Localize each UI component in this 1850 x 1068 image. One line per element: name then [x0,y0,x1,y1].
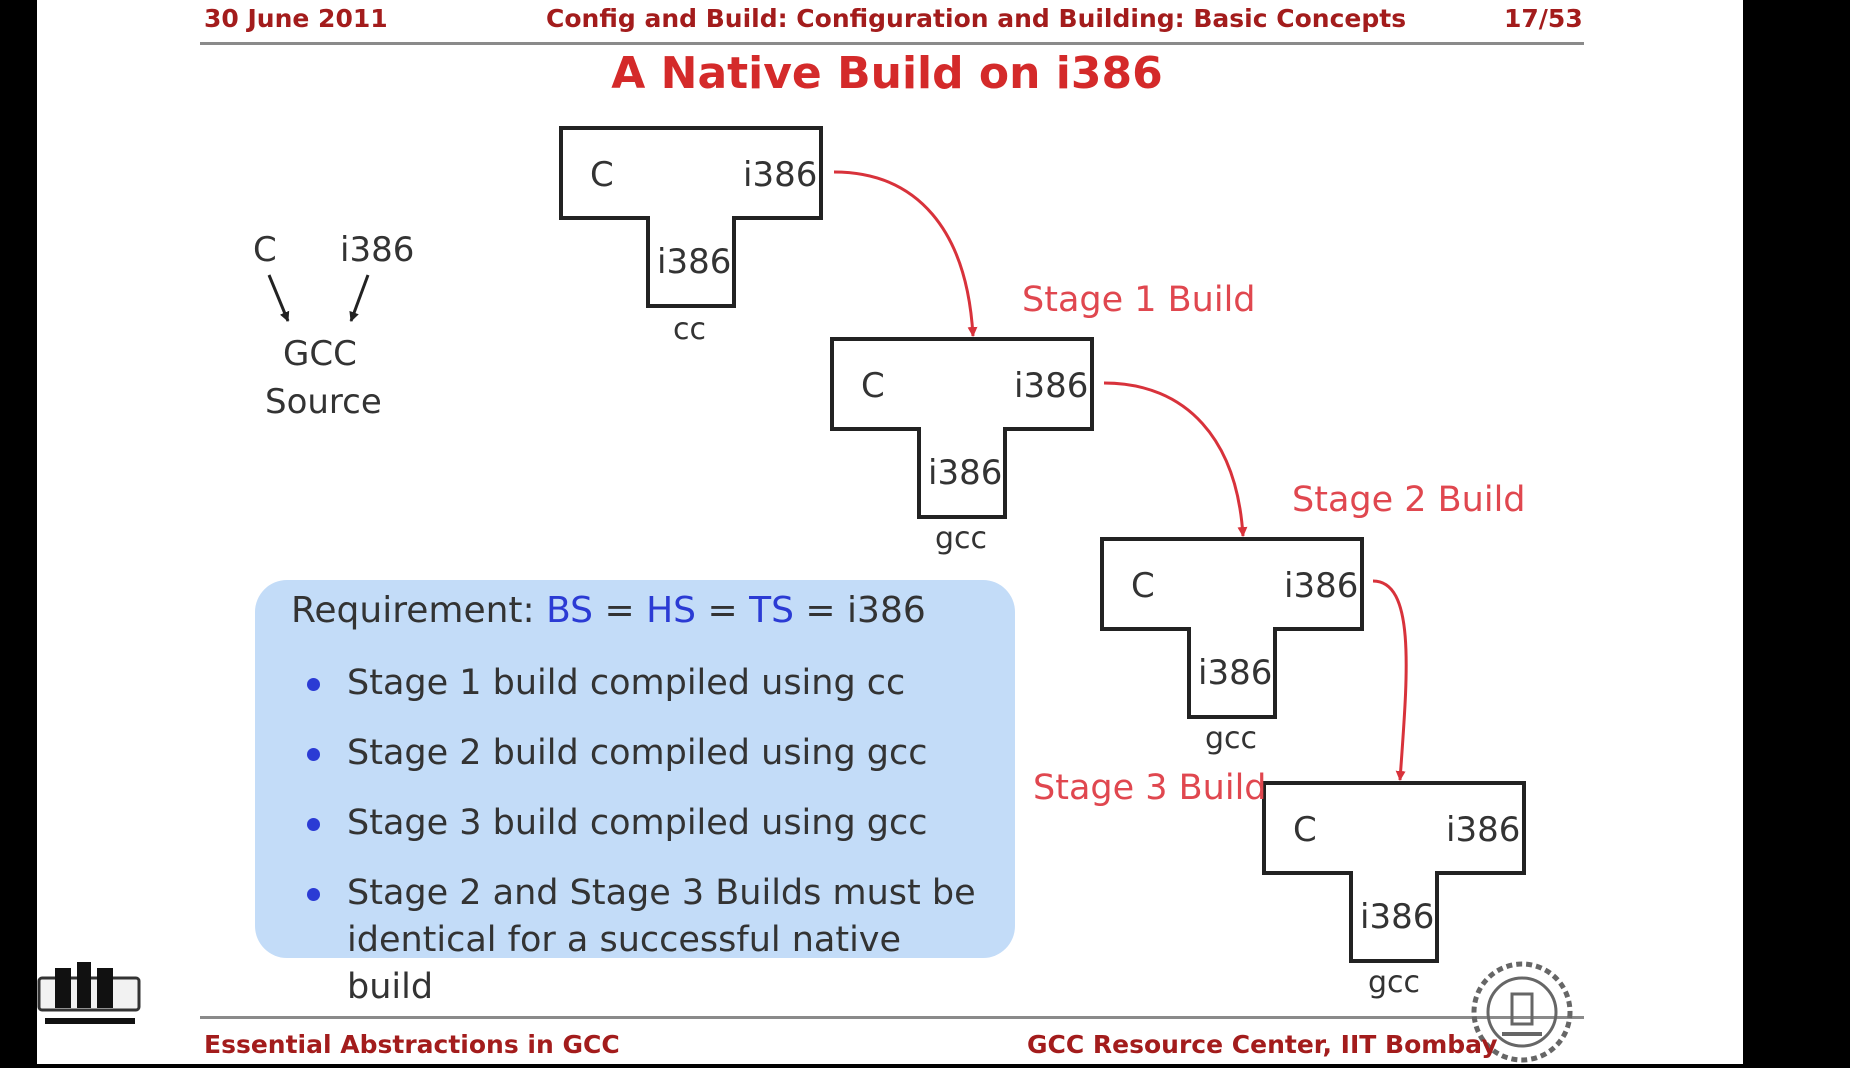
tdiagram-stage1-outline [830,337,1094,519]
bullet-item: Stage 3 build compiled using gcc [307,800,987,847]
header-page-number: 17/53 [1504,4,1583,33]
requirement-eq2: = [707,590,738,631]
grc-logo [37,962,141,1024]
header-date: 30 June 2011 [204,4,388,33]
arrow-i386-to-gcc [349,274,370,322]
bullet-item: Stage 1 build compiled using cc [307,660,987,707]
tdiagram-stage2-caption: gcc [1205,721,1258,756]
header-title: Config and Build: Configuration and Buil… [546,4,1407,33]
source-arrows [267,274,370,322]
tdiagram-stage3-target: i386 [1446,810,1521,850]
tdiagram-shapes [559,126,1526,963]
footer-right: GCC Resource Center, IIT Bombay [1027,1030,1498,1059]
stage-arrows [833,170,1408,781]
stage2-label: Stage 2 Build [1292,480,1526,520]
tdiagram-stage3-outline [1262,781,1526,963]
requirement-hs: HS [646,590,697,631]
stage3-label: Stage 3 Build [1033,768,1267,808]
tdiagram-stage2-host: i386 [1198,653,1273,693]
requirement-ts: TS [749,590,794,631]
tdiagram-stage3-caption: gcc [1368,965,1421,1000]
footer-rule [200,1016,1584,1019]
tdiagram-stage1-host: i386 [928,453,1003,493]
gcc-source-input-i386: i386 [340,230,415,270]
tdiagram-cc-outline [559,126,823,308]
arrow-c-to-gcc [267,274,290,322]
tdiagram-cc-caption: cc [673,312,706,347]
tdiagram-cc-source: C [590,155,614,195]
arrow-to-stage1 [833,170,978,337]
slide: 30 June 2011 Config and Build: Configura… [37,0,1743,1064]
arrow-to-stage3 [1372,579,1408,781]
requirement-eq1: = [604,590,635,631]
requirement-value: i386 [847,590,926,631]
bullet-item: Stage 2 and Stage 3 Builds must be ident… [307,870,987,1011]
requirement-eq3: = [805,590,836,631]
bullet-item: Stage 2 build compiled using gcc [307,730,987,777]
stage1-label: Stage 1 Build [1022,280,1256,320]
iitb-seal [1471,961,1573,1063]
tdiagram-stage2-target: i386 [1284,566,1359,606]
requirement-box: Requirement: BS = HS = TS = i386 Stage 1… [255,580,1015,1007]
gcc-source-name-line2: Source [265,382,382,422]
slide-title: A Native Build on i386 [611,48,1163,99]
requirement-bullets: Stage 1 build compiled using cc Stage 2 … [307,660,987,1034]
tdiagram-cc-host: i386 [657,242,732,282]
header-rule [200,42,1584,45]
requirement-line: Requirement: BS = HS = TS = i386 [291,590,926,631]
tdiagram-stage1-caption: gcc [935,521,988,556]
gcc-source-input-c: C [253,230,277,270]
tdiagram-stage1-source: C [861,366,885,406]
requirement-prefix: Requirement: [291,590,535,631]
tdiagram-stage1-target: i386 [1014,366,1089,406]
tdiagram-stage3-source: C [1293,810,1317,850]
arrow-to-stage2 [1103,381,1248,537]
tdiagram-stage2-outline [1100,537,1364,719]
tdiagram-stage3-host: i386 [1360,897,1435,937]
footer-left: Essential Abstractions in GCC [204,1030,620,1059]
build-diagram [37,126,1584,1063]
gcc-source-name-line1: GCC [283,334,357,374]
tdiagram-stage2-source: C [1131,566,1155,606]
tdiagram-cc-target: i386 [743,155,818,195]
requirement-bs: BS [546,590,594,631]
